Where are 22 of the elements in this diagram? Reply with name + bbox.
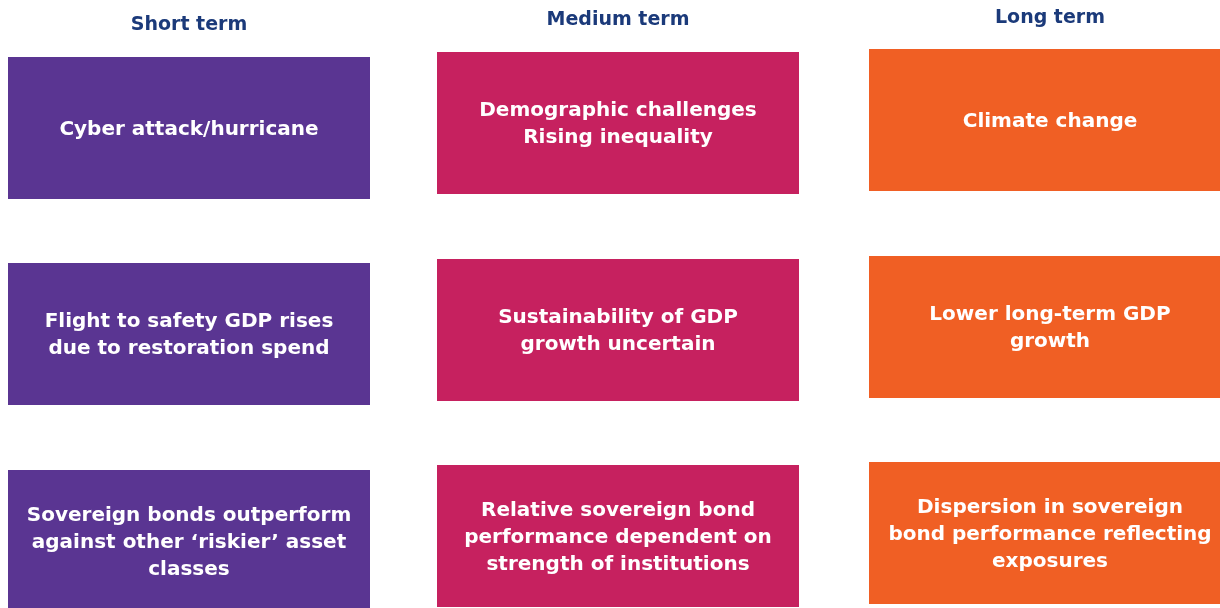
box-text: Relative sovereign bond performance dependent on strength of institutions [463, 495, 773, 577]
text-box [8, 263, 370, 405]
box-text: Climate change [962, 106, 1138, 134]
text-box [437, 52, 799, 194]
text-box [869, 49, 1220, 191]
text-box [869, 462, 1220, 604]
text-box [869, 256, 1220, 398]
box-text: Sovereign bonds outperform against other ‘riskier’ asset classes [26, 500, 352, 582]
box-text: Cyber attack/hurricane [59, 114, 319, 142]
box-text: Flight to safety GDP rises due to restoration spend [43, 307, 335, 361]
text-box [8, 470, 370, 608]
column-heading: Medium term [545, 7, 691, 29]
box-text: Rising inequality [523, 123, 713, 150]
text-box [8, 57, 370, 199]
box-text: Sustainability of GDP growth uncertain [497, 303, 739, 357]
box-text: Demographic challenges [479, 96, 757, 123]
column-heading: Long term [993, 5, 1106, 27]
box-text: Dispersion in sovereign bond performance reflecting exposures [887, 492, 1213, 574]
column-heading: Short term [129, 12, 249, 34]
text-box [437, 259, 799, 401]
text-box [437, 465, 799, 607]
box-text: Lower long-term GDP growth [928, 300, 1172, 354]
